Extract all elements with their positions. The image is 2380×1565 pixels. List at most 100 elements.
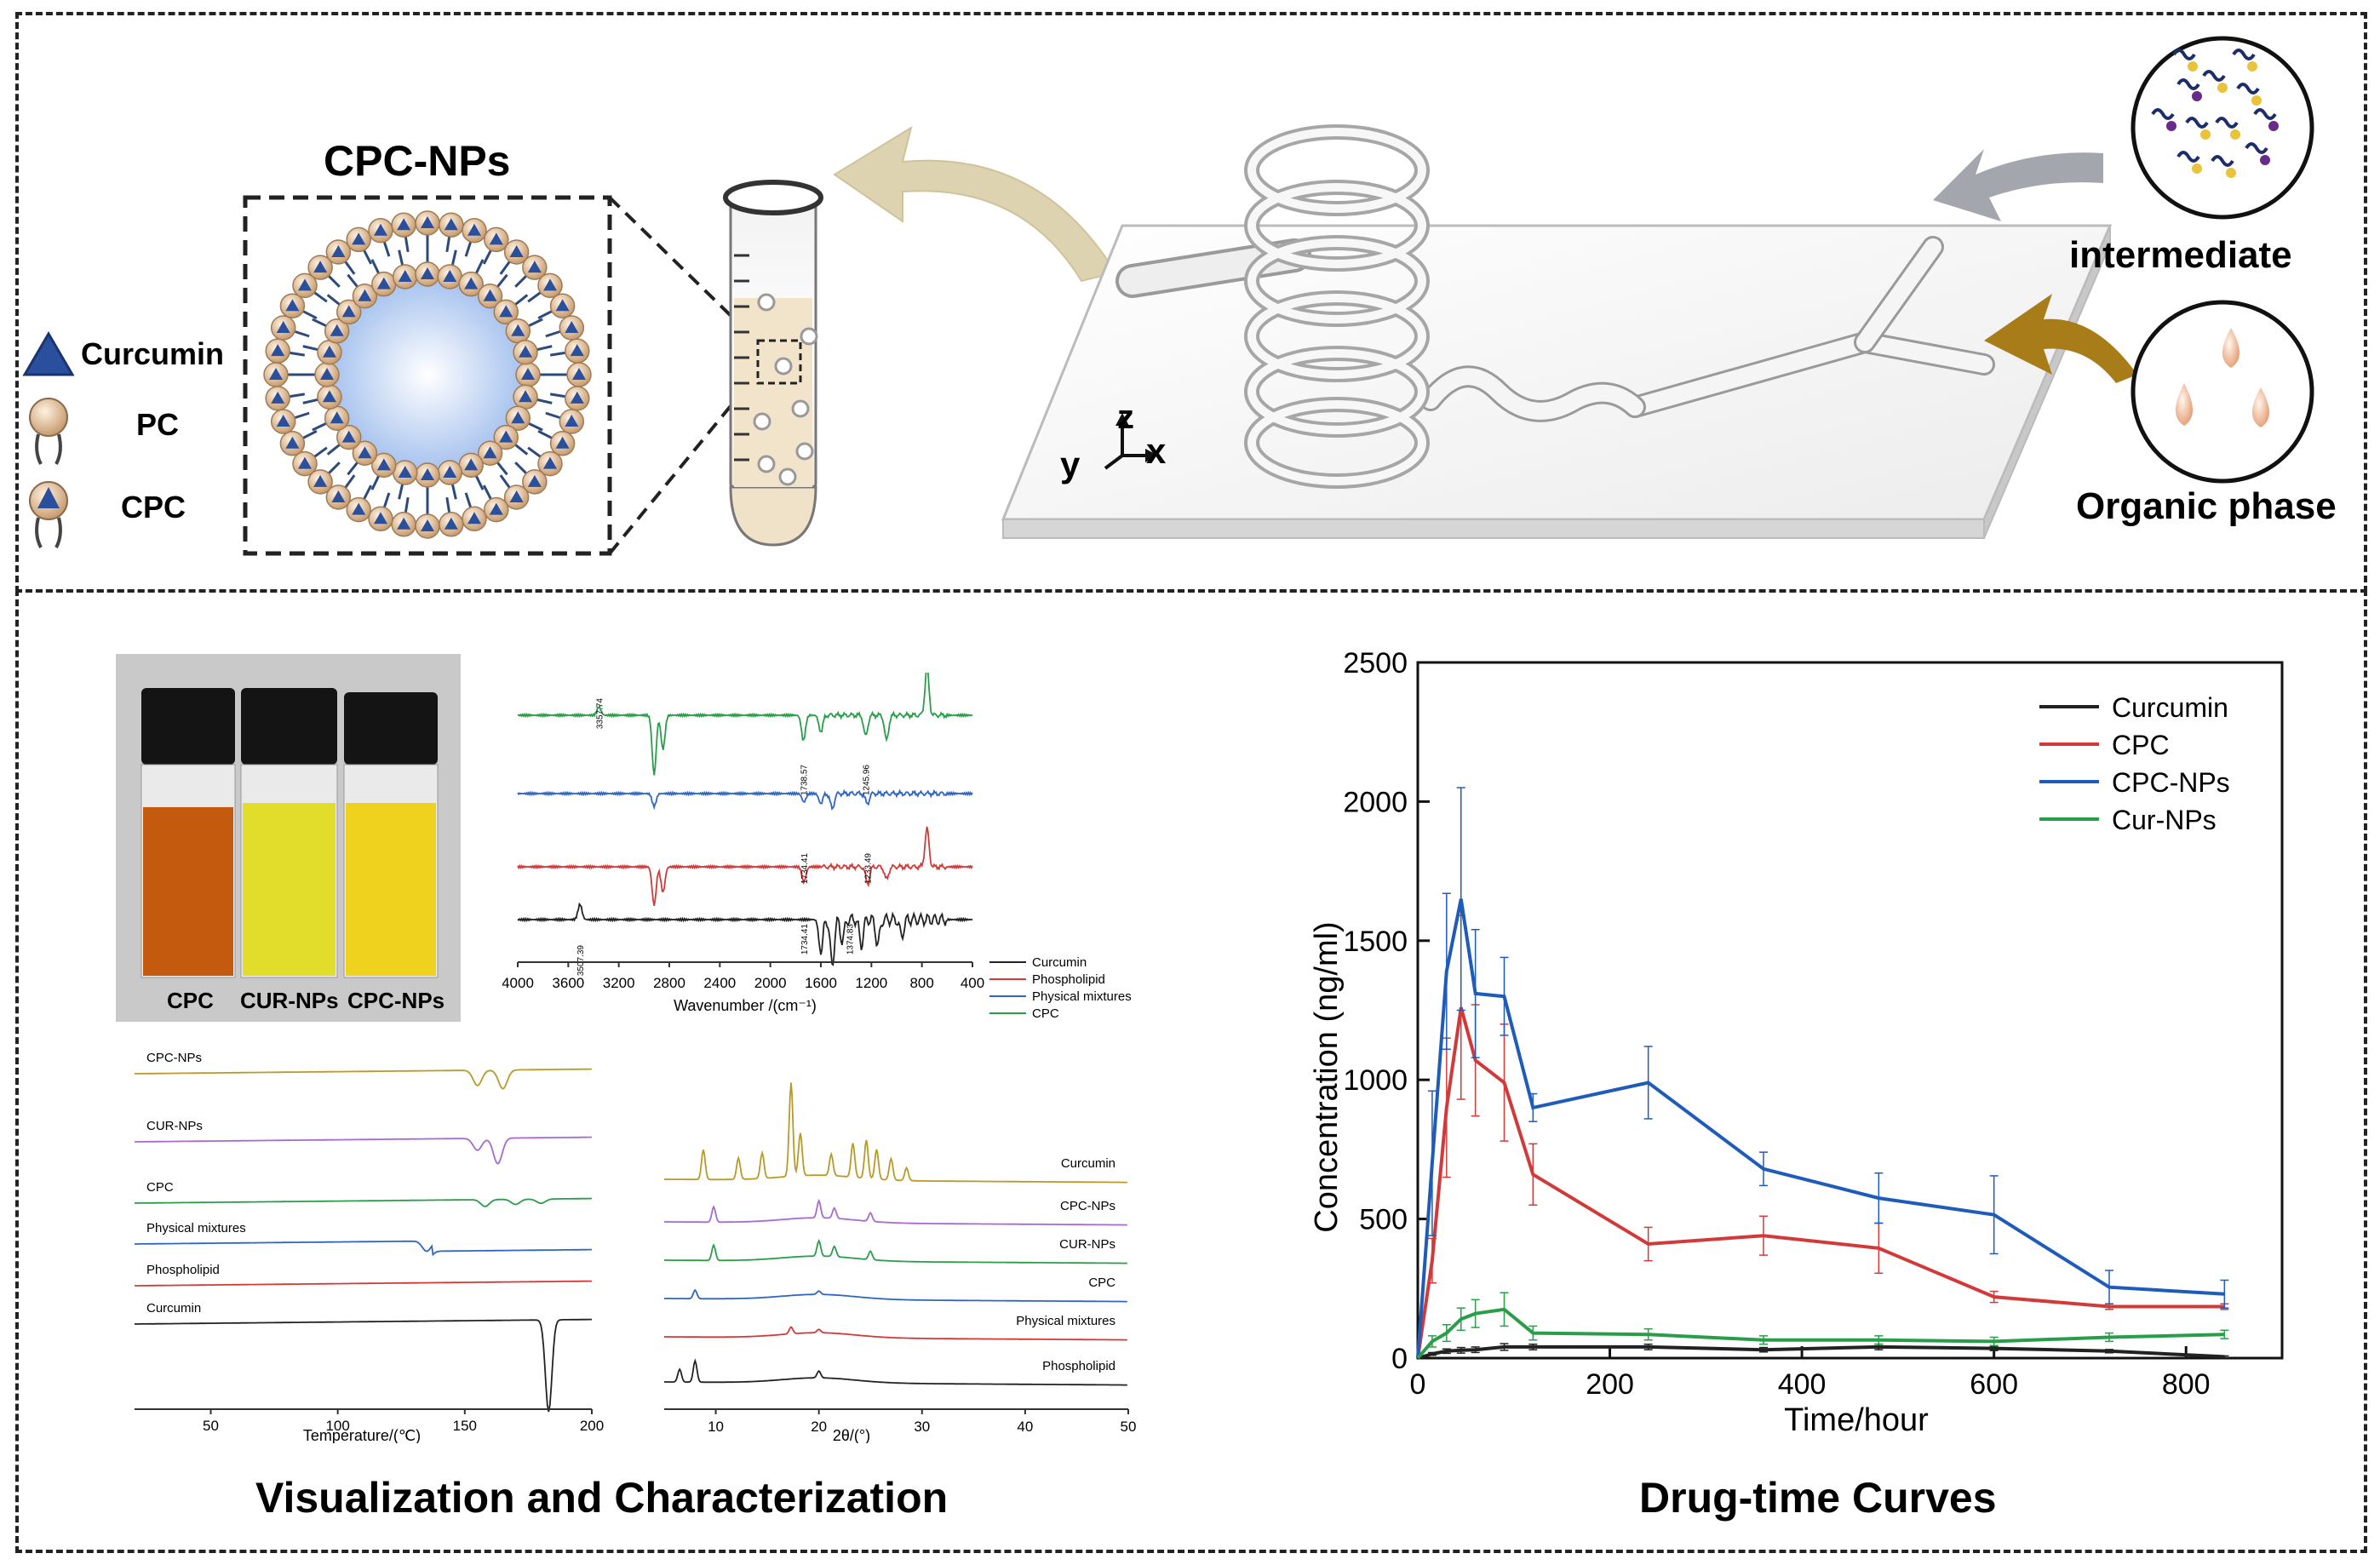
intermediate-arrow-icon [1933,149,2103,221]
nanoparticle-title: CPC-NPs [324,137,511,185]
test-tube-icon [723,180,823,547]
series-line [1416,1006,2225,1359]
ftir-peak-label: 3507.39 [576,945,586,977]
xrd-curve-label: Curcumin [1061,1156,1115,1171]
legend-label: Curcumin [2112,692,2228,723]
ftir-xlabel: Wavenumber /(cm⁻¹) [674,997,817,1014]
dsc-curve [135,1136,592,1165]
organic-phase-label: Organic phase [2076,485,2337,527]
dsc-curve-label: CPC [146,1180,174,1195]
dsc-tick-label: 100 [325,1418,349,1434]
dsc-curve-label: CUR-NPs [146,1119,203,1133]
ftir-tick-label: 4000 [502,975,534,991]
xrd-curve [664,1326,1127,1341]
legend-label: CPC-NPs [2112,767,2230,798]
xrd-curve [664,1082,1127,1184]
xrd-curve [664,1358,1127,1386]
x-tick-label: 800 [2162,1368,2211,1401]
ftir-curve [517,788,973,811]
dsc-curve [135,1318,592,1413]
ftir-legend-label: CPC [1032,1006,1059,1021]
ftir-peak-label: 1734.41 [800,853,810,885]
vials-photo [116,654,461,1022]
legend-label-cpc: CPC [121,490,186,525]
xrd-curve-label: Physical mixtures [1016,1314,1115,1328]
y-tick-label: 2000 [1343,786,1408,818]
ftir-peak-label: 1245.96 [863,765,872,796]
legend-label: CPC [2112,730,2170,760]
xrd-curve-label: CPC-NPs [1060,1199,1115,1213]
ftir-legend-label: Phospholipid [1032,972,1105,987]
nanoparticle-box [243,195,612,556]
xrd-curve [664,1238,1127,1264]
ftir-legend-label: Curcumin [1032,955,1087,970]
series-line [1416,1307,2225,1360]
section-title-drug-time: Drug-time Curves [1639,1474,1997,1522]
axis-triad-icon [1104,413,1158,470]
legend-label-curcumin: Curcumin [81,336,225,371]
top-illustration [22,36,2314,556]
dsc-curve-label: Physical mixtures [146,1221,246,1235]
dsc-tick-label: 50 [203,1418,219,1434]
legend-cpc-icon [29,481,68,548]
ftir-peak-label: 1233.49 [863,853,873,885]
dsc-curve-label: Curcumin [146,1301,201,1316]
ftir-tick-label: 400 [961,975,984,991]
dsc-curve-label: CPC-NPs [146,1051,202,1065]
dt-ylabel: Concentration (ng/ml) [1309,921,1345,1232]
x-tick-label: 0 [1410,1368,1426,1401]
ftir-tick-label: 800 [909,975,933,991]
intermediate-label: intermediate [2069,234,2292,276]
xrd-curve [664,1288,1127,1303]
ftir-tick-label: 2000 [754,975,787,991]
axis-y-label: y [1060,444,1081,484]
photo-label-cpc: CPC [167,988,214,1013]
flow-arrow-icon [833,125,1117,283]
ftir-peak-label: 1374.83 [846,924,856,955]
y-tick-label: 0 [1391,1343,1408,1375]
xrd-tick-label: 50 [1121,1419,1137,1435]
dsc-xlabel: Temperature/(℃) [303,1427,421,1443]
dsc-tick-label: 150 [453,1418,477,1434]
y-tick-label: 1500 [1343,926,1408,958]
dsc-curve-label: Phospholipid [146,1263,220,1277]
ftir-tick-label: 2800 [653,975,685,991]
series-line [1416,898,2225,1359]
xrd-curve-label: CPC [1088,1276,1115,1290]
dsc-curve [135,1197,592,1207]
ftir-tick-label: 3600 [552,975,584,991]
xrd-tick-label: 10 [708,1419,724,1435]
ftir-tick-label: 2400 [703,975,736,991]
liposome-icon [263,210,592,539]
dsc-curve [135,1280,592,1287]
legend-label: Cur-NPs [2112,805,2217,835]
y-tick-label: 2500 [1343,647,1408,679]
ftir-peak-label: 3357.74 [595,698,605,730]
plot-frame [1416,661,2284,1360]
dt-xlabel: Time/hour [1784,1402,1929,1438]
ftir-legend-label: Physical mixtures [1032,989,1132,1004]
ftir-curve [517,673,973,776]
xrd-xlabel: 2θ/(°) [833,1427,870,1443]
xrd-curve-label: Phospholipid [1042,1359,1115,1373]
axis-z-label: z [1117,398,1134,436]
xrd-curve-label: CUR-NPs [1059,1237,1115,1252]
ftir-curve [517,826,973,906]
y-tick-label: 500 [1359,1204,1408,1236]
ftir-tick-label: 3200 [603,975,635,991]
photo-label-cpc-nps: CPC-NPs [347,988,445,1013]
xrd-tick-label: 30 [914,1419,930,1435]
photo-label-cur-nps: CUR-NPs [240,988,339,1013]
organic-arrow-icon [1984,294,2137,383]
legend-curcumin-icon [22,331,75,376]
bottom-panel [15,589,2367,1553]
xrd-tick-label: 20 [811,1419,827,1435]
x-tick-label: 200 [1586,1368,1634,1401]
ftir-curve [517,902,973,967]
organic-phase-circle-icon [2131,300,2314,484]
ftir-peak-label: 1738.57 [800,765,810,796]
